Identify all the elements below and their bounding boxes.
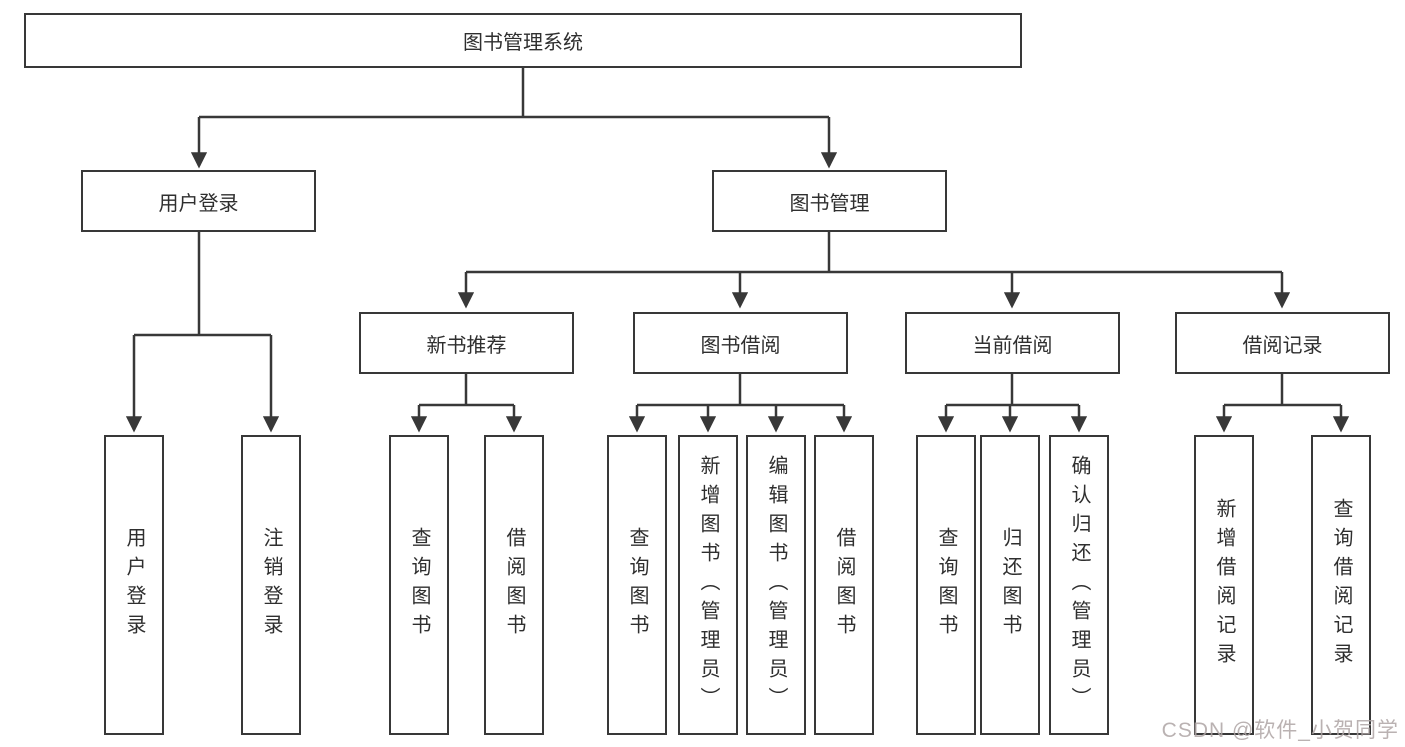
user-login-connectors: [125, 232, 280, 433]
leaf-logout-label: 注销登录: [260, 527, 282, 643]
node-current-borrow-label: 当前借阅: [972, 334, 1053, 357]
node-root: 图书管理系统: [24, 13, 1022, 68]
leaf-query-books-recommend-label: 查询图书: [408, 527, 430, 643]
leaf-edit-book-admin-label: 编辑图书（管理员）: [765, 454, 787, 716]
leaf-return-book-label: 归还图书: [999, 527, 1021, 643]
leaf-borrow-books: 借阅图书: [814, 435, 874, 735]
leaf-edit-book-admin: 编辑图书（管理员）: [746, 435, 806, 735]
leaf-user-login-label: 用户登录: [123, 527, 145, 643]
root-connectors: [190, 68, 838, 169]
leaf-add-book-admin-label: 新增图书（管理员）: [697, 454, 719, 716]
leaf-query-books-current: 查询图书: [916, 435, 976, 735]
node-current-borrow: 当前借阅: [905, 312, 1120, 374]
leaf-borrow-books-label: 借阅图书: [833, 527, 855, 643]
leaf-add-borrow-record: 新增借阅记录: [1194, 435, 1254, 735]
leaf-confirm-return-admin-label: 确认归还（管理员）: [1068, 454, 1090, 716]
leaf-query-books-borrow: 查询图书: [607, 435, 667, 735]
leaf-user-login: 用户登录: [104, 435, 164, 735]
node-borrow-records-label: 借阅记录: [1242, 334, 1323, 357]
leaf-return-book: 归还图书: [980, 435, 1040, 735]
leaf-add-book-admin: 新增图书（管理员）: [678, 435, 738, 735]
leaf-logout: 注销登录: [241, 435, 301, 735]
book-management-connectors: [457, 232, 1291, 309]
book-borrow-connectors: [628, 374, 853, 433]
leaf-query-borrow-record-label: 查询借阅记录: [1330, 498, 1352, 672]
node-root-label: 图书管理系统: [463, 32, 583, 54]
leaf-add-borrow-record-label: 新增借阅记录: [1213, 498, 1235, 672]
new-book-connectors: [410, 374, 523, 433]
borrow-records-connectors: [1215, 374, 1350, 433]
current-borrow-connectors: [937, 374, 1088, 433]
leaf-query-books-borrow-label: 查询图书: [626, 527, 648, 643]
node-book-management: 图书管理: [712, 170, 947, 232]
node-new-book-recommend-label: 新书推荐: [426, 334, 507, 357]
node-user-login-label: 用户登录: [158, 192, 239, 215]
leaf-query-books-recommend: 查询图书: [389, 435, 449, 735]
leaf-query-borrow-record: 查询借阅记录: [1311, 435, 1371, 735]
node-user-login: 用户登录: [81, 170, 316, 232]
node-book-borrow-label: 图书借阅: [700, 334, 781, 357]
leaf-query-books-current-label: 查询图书: [935, 527, 957, 643]
leaf-borrow-books-recommend-label: 借阅图书: [503, 527, 525, 643]
leaf-borrow-books-recommend: 借阅图书: [484, 435, 544, 735]
leaf-confirm-return-admin: 确认归还（管理员）: [1049, 435, 1109, 735]
node-new-book-recommend: 新书推荐: [359, 312, 574, 374]
csdn-watermark: CSDN @软件_小贺同学: [1161, 719, 1399, 742]
node-book-management-label: 图书管理: [789, 192, 870, 215]
node-borrow-records: 借阅记录: [1175, 312, 1390, 374]
node-book-borrow: 图书借阅: [633, 312, 848, 374]
